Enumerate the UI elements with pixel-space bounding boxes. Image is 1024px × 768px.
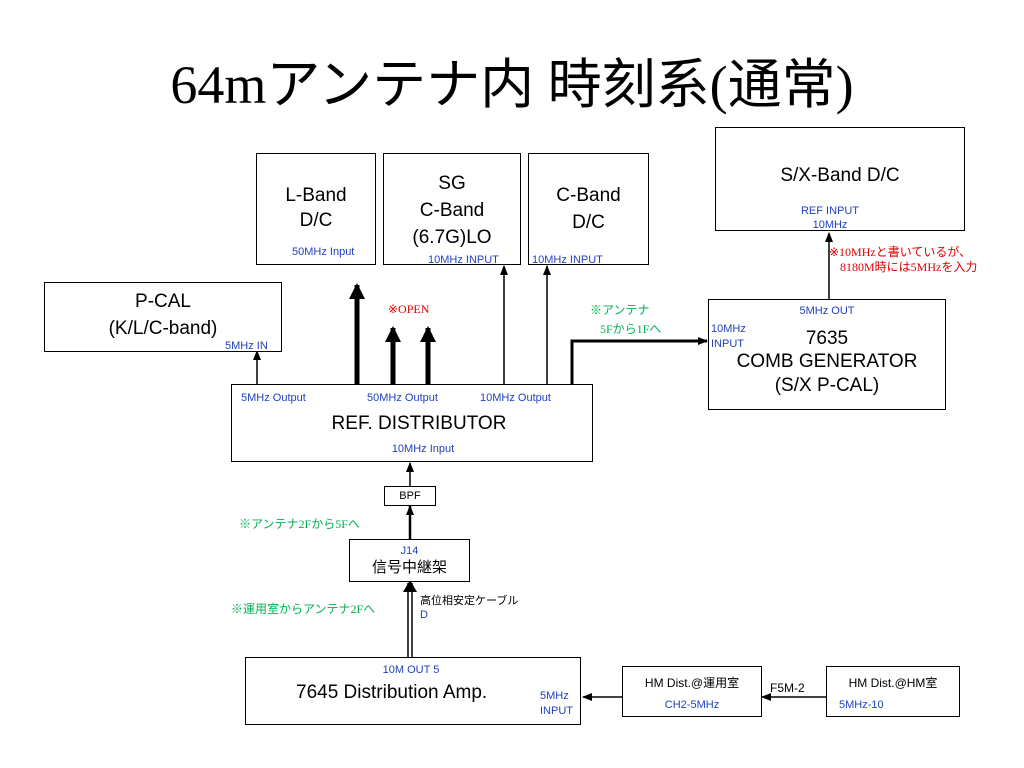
comb-in-port-2: INPUT [711,338,744,350]
j14-relay-label: 信号中継架 [371,559,447,576]
note-antenna-2: 5Fから1Fへ [600,322,662,336]
page-title: 64mアンテナ内 時刻系(通常) [170,55,854,115]
sx-band-dc-box: S/X-Band D/C REF INPUT 10MHz [715,127,965,231]
sg-label-3: (6.7G)LO [412,227,492,248]
dist-amp-in-1: 5MHz [540,690,569,702]
bpf-label: BPF [399,490,421,502]
pcal-port: 5MHz IN [225,340,268,352]
refdist-out-50mhz: 50MHz Output [367,392,438,404]
lband-dc-box: L-Band D/C 50MHz Input [256,153,376,265]
comb-label-1: 7635 [805,328,849,349]
sxdc-label: S/X-Band D/C [780,165,900,186]
cband-label-2: D/C [572,212,605,233]
comb-label-3: (S/X P-CAL) [774,375,880,396]
refdist-out-10mhz: 10MHz Output [480,392,551,404]
j14-label: J14 [400,545,419,557]
note-antenna-1: ※アンテナ [590,303,650,317]
note-open: ※OPEN [388,302,430,316]
comb-label-2: COMB GENERATOR [736,351,918,372]
pcal-label-1: P-CAL [135,291,191,312]
comb-out-port: 5MHz OUT [799,305,855,317]
note-ant2f-5f: ※アンテナ2Fから5Fへ [239,517,360,531]
sg-label-1: SG [438,173,466,194]
sg-label-2: C-Band [419,200,485,221]
note-cable-2: D [420,609,428,621]
sg-cband-lo-box: SG C-Band (6.7G)LO 10MHz INPUT [383,153,521,266]
hm-ops-label: HM Dist.@運用室 [644,676,740,690]
hm-room-port: 5MHz-10 [839,699,884,711]
lband-label-1: L-Band [285,185,347,206]
cband-port: 10MHz INPUT [532,254,603,266]
sg-port: 10MHz INPUT [428,254,499,266]
lband-label-2: D/C [299,210,333,231]
j14-relay-box: J14 信号中継架 [349,539,470,582]
sxdc-port-1: REF INPUT [800,205,860,217]
note-ops-2f: ※運用室からアンテナ2Fへ [231,602,376,616]
distribution-amp-box: 10M OUT 5 7645 Distribution Amp. 5MHz IN… [245,657,581,725]
refdist-label: REF. DISTRIBUTOR [331,413,507,434]
pcal-label-2: (K/L/C-band) [108,318,218,339]
note-red-2: 8180M時には5MHzを入力 [840,260,978,274]
refdist-in-10mhz: 10MHz Input [391,443,455,455]
note-cable-1: 高位相安定ケーブル [420,595,519,607]
bpf-box: BPF [384,486,436,506]
dist-amp-in-2: INPUT [540,705,573,717]
ref-distributor-box: 5MHz Output 50MHz Output 10MHz Output RE… [231,384,593,462]
lband-port: 50MHz Input [292,246,355,258]
note-f5m2: F5M-2 [770,681,805,695]
wire-10mhz-comb [570,337,708,384]
dist-amp-out-port: 10M OUT 5 [382,664,440,676]
hm-ops-port: CH2-5MHz [664,699,720,711]
pcal-box: P-CAL (K/L/C-band) 5MHz IN [44,282,282,352]
hm-dist-ops-box: HM Dist.@運用室 CH2-5MHz [622,666,762,717]
hm-dist-hmroom-box: HM Dist.@HM室 5MHz-10 [826,666,960,717]
comb-in-port-1: 10MHz [711,323,746,335]
sxdc-port-2: 10MHz [812,219,848,231]
comb-generator-box: 5MHz OUT 10MHz INPUT 7635 COMB GENERATOR… [708,299,946,410]
refdist-out-5mhz: 5MHz Output [241,392,306,404]
dist-amp-label: 7645 Distribution Amp. [296,682,488,703]
hm-room-label: HM Dist.@HM室 [848,676,938,690]
note-red-1: ※10MHzと書いているが、 [829,245,972,259]
cband-label-1: C-Band [556,185,621,206]
cband-dc-box: C-Band D/C 10MHz INPUT [528,153,649,266]
